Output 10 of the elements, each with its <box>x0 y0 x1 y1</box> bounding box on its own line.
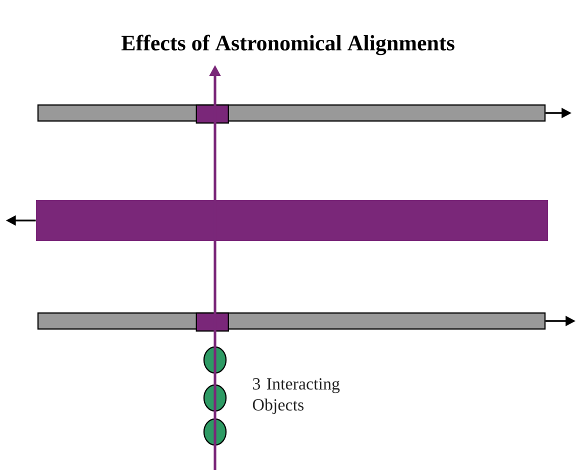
annotation: 3 Interacting Objects <box>252 378 340 414</box>
object-circle <box>203 384 227 412</box>
bar <box>37 312 546 330</box>
title: Effects of Astronomical Alignments <box>121 34 454 56</box>
marker-box <box>196 312 229 332</box>
object-circle <box>203 346 227 374</box>
bar <box>37 104 546 122</box>
bar <box>36 200 548 241</box>
marker-box <box>196 104 229 124</box>
object-circle <box>203 418 227 446</box>
